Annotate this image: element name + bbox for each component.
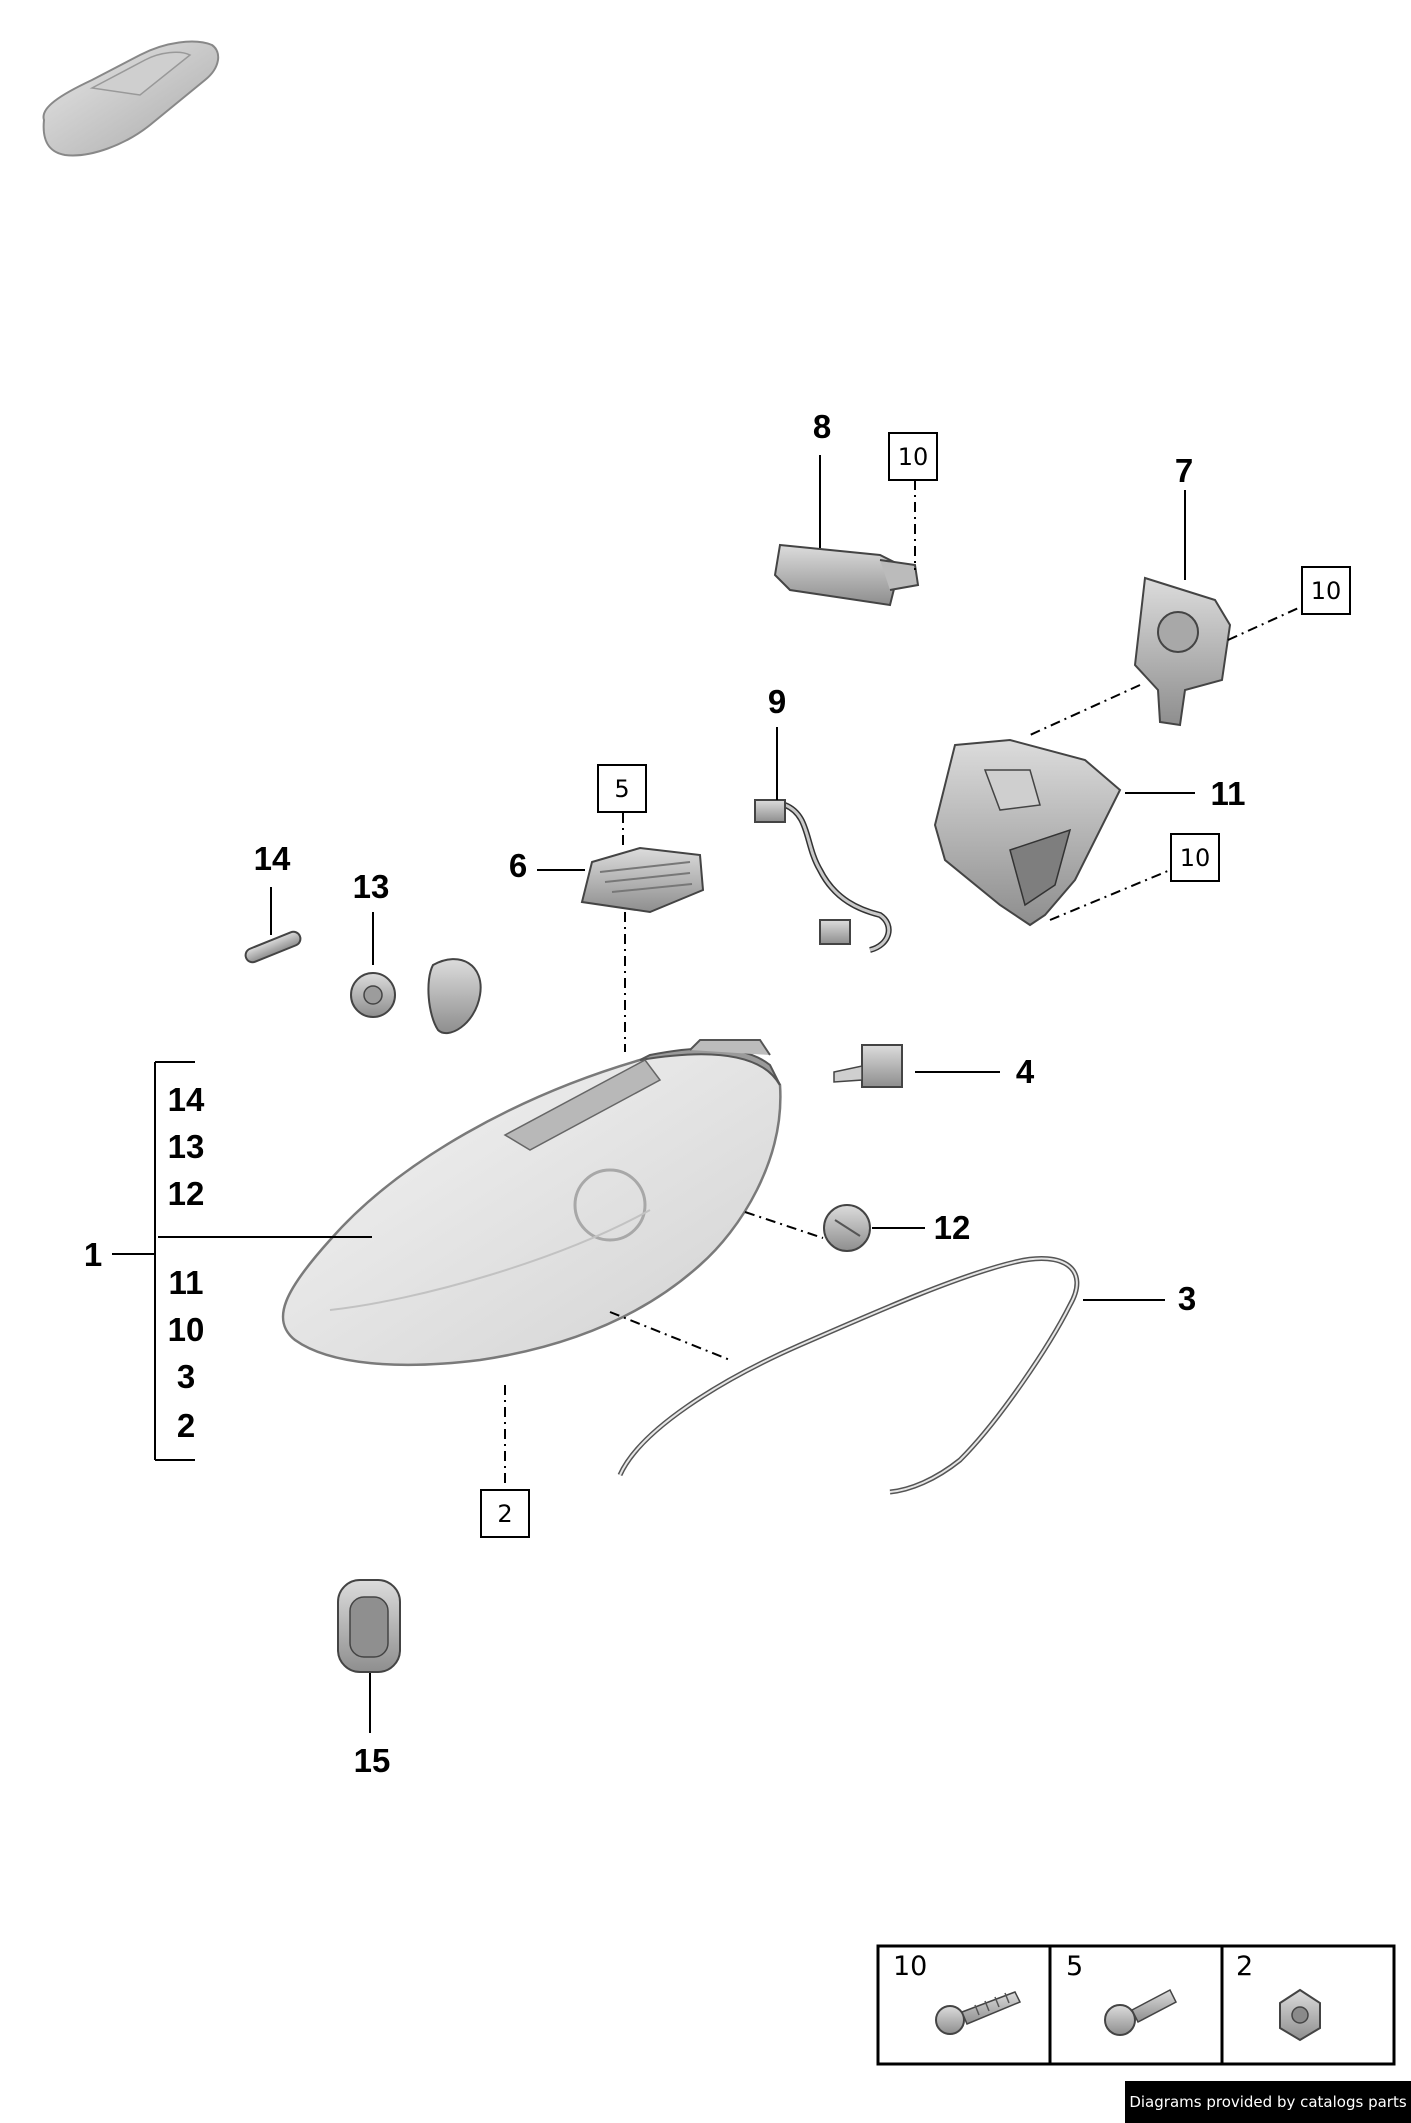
part-7-bracket	[1133, 576, 1232, 727]
part-12-cover-cap	[823, 1204, 871, 1252]
part-9-wiring-harness	[754, 799, 892, 953]
callout-14: 14	[254, 840, 291, 877]
svg-text:10: 10	[898, 443, 929, 471]
group-item-14: 14	[168, 1081, 205, 1118]
part-8-control-unit	[773, 543, 920, 607]
callout-12: 12	[934, 1209, 971, 1246]
callout-11: 11	[1211, 775, 1246, 812]
fastener-label-2: 2	[1236, 1951, 1253, 1982]
svg-text:5: 5	[614, 775, 629, 803]
part-1-headlight-assembly	[281, 1039, 782, 1367]
group-item-11: 11	[169, 1264, 204, 1301]
svg-text:2: 2	[497, 1500, 512, 1528]
boxed-ref-10-part8: 10	[888, 432, 938, 481]
part-6-ballast	[580, 846, 705, 914]
callout-3: 3	[1178, 1280, 1196, 1317]
group-item-2: 2	[177, 1407, 195, 1444]
dash-7-10	[1227, 604, 1306, 641]
callout-1: 1	[84, 1236, 102, 1273]
svg-text:10: 10	[1180, 844, 1211, 872]
callout-8: 8	[813, 408, 831, 445]
fastener-label-10: 10	[893, 1951, 927, 1982]
attribution-footer: Diagrams provided by catalogs parts	[1125, 2081, 1411, 2123]
part-1-group-bracket	[112, 1061, 372, 1461]
nut-2-icon	[1279, 1988, 1321, 2042]
group-item-10: 10	[168, 1311, 205, 1348]
callout-13: 13	[353, 868, 390, 905]
part-14-clip	[244, 930, 302, 964]
part-4-bulb	[833, 1044, 903, 1088]
svg-text:10: 10	[1311, 577, 1342, 605]
dash-7-11	[1029, 684, 1141, 736]
group-item-13: 13	[168, 1128, 205, 1165]
fastener-table: 10 5 2	[876, 1944, 1396, 2066]
bolt-5-icon	[1104, 1988, 1177, 2036]
callout-7: 7	[1175, 452, 1193, 489]
callout-15: 15	[354, 1742, 391, 1779]
dash-1-12	[744, 1211, 824, 1239]
part-13-bulb-socket	[350, 958, 482, 1035]
dash-11-10	[1049, 867, 1176, 921]
part-15-grommet	[337, 1579, 401, 1673]
dash-1-3	[609, 1311, 731, 1361]
part-11-housing	[933, 738, 1122, 927]
boxed-ref-10-part7: 10	[1301, 566, 1351, 615]
group-item-3: 3	[177, 1358, 195, 1395]
boxed-ref-2: 2	[480, 1489, 530, 1538]
fastener-label-5: 5	[1066, 1951, 1083, 1982]
vehicle-thumbnail-icon	[42, 40, 220, 157]
callout-9: 9	[768, 683, 786, 720]
part-3-seal-strip	[617, 1256, 1080, 1495]
boxed-ref-5: 5	[597, 764, 647, 813]
boxed-ref-10-part11: 10	[1170, 833, 1220, 882]
callout-4: 4	[1016, 1053, 1035, 1090]
callout-6: 6	[509, 847, 527, 884]
group-item-12: 12	[168, 1175, 205, 1212]
screw-10-icon	[935, 1991, 1022, 2035]
